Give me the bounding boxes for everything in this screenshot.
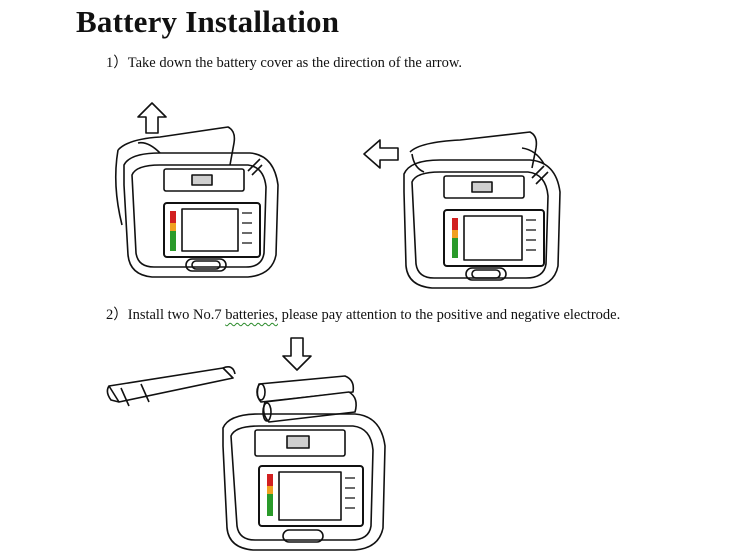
arrow-down-icon (282, 337, 312, 371)
page-title: Battery Installation (76, 4, 340, 39)
step-2-text-marked: batteries, (225, 307, 278, 323)
step-1-text: Take down the battery cover as the direc… (127, 55, 462, 71)
step-2: 2）Install two No.7 batteries, please pay… (106, 303, 620, 324)
arrow-up-icon (137, 102, 167, 134)
step-1-number: 1） (106, 55, 128, 71)
figure-cover-lift (114, 102, 279, 278)
figure-battery-insert (106, 337, 386, 551)
step-2-number: 2） (106, 307, 128, 323)
step-1: 1）Take down the battery cover as the dir… (106, 51, 462, 72)
step-2-text-after: please pay attention to the positive and… (277, 307, 621, 323)
figure-cover-slide (363, 131, 561, 289)
step-2-text-before: Install two No.7 (127, 307, 226, 323)
arrow-left-icon (363, 139, 399, 169)
